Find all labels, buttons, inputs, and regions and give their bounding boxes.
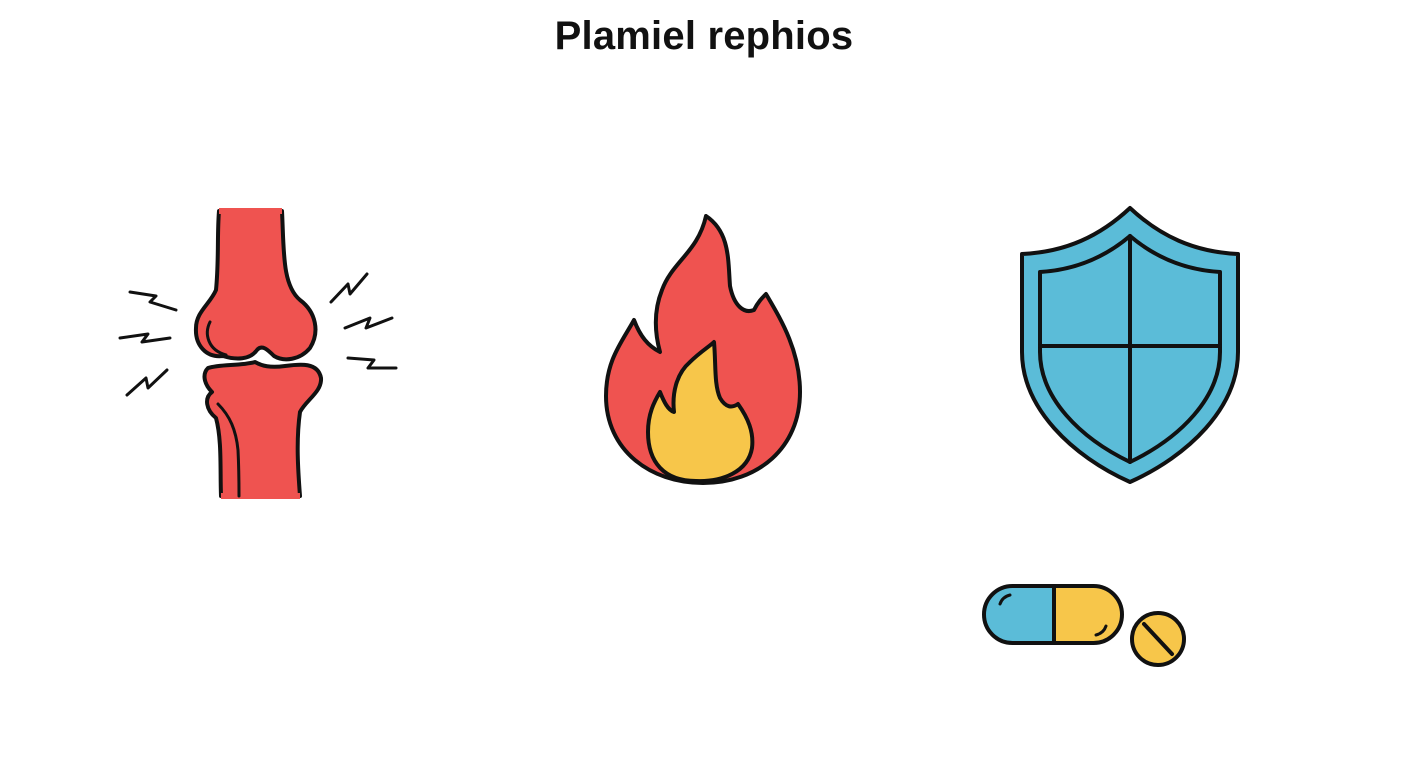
capsule-highlight-right (1094, 624, 1108, 637)
fibula-line (216, 402, 241, 498)
femur-fill (193, 209, 318, 362)
tibia-fill (202, 360, 323, 498)
capsule-highlight-left (998, 593, 1012, 606)
pain-marks-right (329, 272, 398, 370)
page-title: Plamiel rephios (554, 14, 854, 58)
medication-pills-icon (982, 584, 1186, 667)
flame-inner (646, 340, 755, 484)
round-tablet (1130, 611, 1186, 667)
shield-icon (1020, 206, 1240, 484)
femur-shading (205, 320, 228, 357)
tablet-score-line (1142, 622, 1174, 656)
tibia-bone (202, 360, 323, 499)
pain-marks-left (118, 290, 178, 397)
knee-joint-pain-icon (118, 208, 398, 499)
flame-icon (604, 214, 802, 485)
femur-bone (193, 208, 318, 362)
capsule-pill (982, 584, 1124, 645)
